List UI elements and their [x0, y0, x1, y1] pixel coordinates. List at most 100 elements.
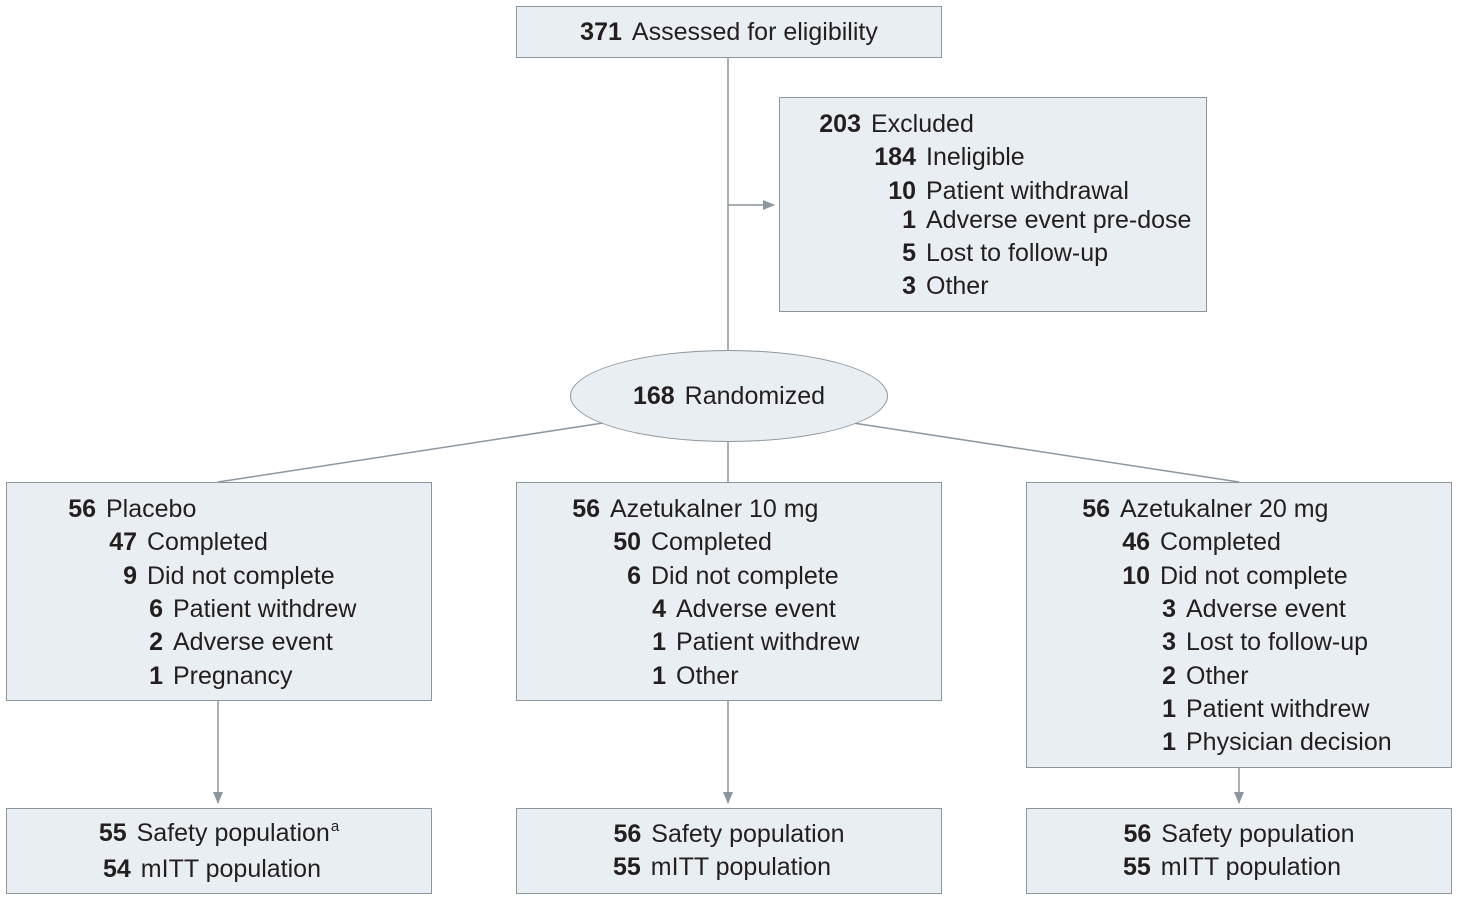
safety-count: 55: [98, 818, 127, 847]
arm-count: 56: [1082, 495, 1110, 523]
reason-count: 6: [149, 595, 163, 623]
reason-label: Patient withdrew: [676, 628, 860, 656]
reason-label: Physician decision: [1186, 728, 1392, 756]
reason-label: Patient withdrew: [1186, 695, 1370, 723]
arm-not-completed: 10 Did not complete: [1122, 560, 1348, 592]
arm-count: 56: [68, 495, 96, 523]
arm-box-10mg: 56 Azetukalner 10 mg 50 Completed 6 Did not…: [516, 482, 942, 701]
reason-label: Other: [1186, 662, 1249, 690]
reason-count: 3: [1162, 628, 1176, 656]
reason-item: 2 Other: [1162, 660, 1249, 692]
safety-label: Safety population: [1161, 820, 1355, 848]
reason-label: Adverse event: [173, 628, 333, 656]
reason-count: 4: [652, 595, 666, 623]
excluded-label: Excluded: [871, 110, 974, 138]
arm-completed: 50 Completed: [613, 526, 772, 558]
mitt-label: mITT population: [1160, 853, 1341, 881]
reason-item: 6 Patient withdrew: [149, 593, 357, 625]
not-completed-label: Did not complete: [651, 562, 839, 590]
assessed-box: 371 Assessed for eligibility: [516, 6, 942, 58]
reason-count: 3: [1162, 595, 1176, 623]
reason-label: Adverse event: [676, 595, 836, 623]
excluded-item-count: 3: [902, 272, 916, 300]
randomized-ellipse: 168 Randomized: [570, 350, 888, 442]
reason-item: 3 Lost to follow-up: [1162, 626, 1369, 658]
completed-count: 50: [613, 528, 641, 556]
reason-count: 2: [1162, 662, 1176, 690]
randomized-count: 168: [632, 382, 675, 410]
safety-label: Safety population: [136, 818, 330, 847]
reason-count: 1: [1162, 695, 1176, 723]
mitt-label: mITT population: [650, 853, 831, 881]
completed-count: 47: [109, 528, 137, 556]
mitt-count: 54: [102, 854, 131, 883]
reason-label: Pregnancy: [173, 662, 293, 690]
not-completed-count: 10: [1122, 562, 1150, 590]
excluded-item-label: Lost to follow-up: [926, 239, 1109, 267]
mitt-population-line: 55 mITT population: [613, 851, 831, 884]
arm-not-completed: 6 Did not complete: [627, 560, 839, 592]
arm-not-completed: 9 Did not complete: [123, 560, 335, 592]
not-completed-label: Did not complete: [1160, 562, 1348, 590]
reason-count: 1: [149, 662, 163, 690]
assessed-count: 371: [580, 18, 622, 46]
excluded-item-count: 5: [902, 239, 916, 267]
excluded-item: 5 Lost to follow-up: [902, 237, 1109, 269]
not-completed-count: 9: [123, 562, 137, 590]
completed-count: 46: [1122, 528, 1150, 556]
reason-item: 1 Patient withdrew: [652, 626, 860, 658]
not-completed-count: 6: [627, 562, 641, 590]
completed-label: Completed: [1160, 528, 1281, 556]
arm-count: 56: [572, 495, 600, 523]
randomized-line: 168 Randomized: [633, 380, 825, 412]
arm-header: 56 Placebo: [68, 493, 197, 525]
reason-label: Patient withdrew: [173, 595, 357, 623]
excluded-item: 184 Ineligible: [874, 141, 1025, 173]
assessed-line: 371 Assessed for eligibility: [580, 16, 878, 48]
excluded-item-label: Other: [926, 272, 989, 300]
arm-label: Placebo: [106, 495, 197, 523]
excluded-item-count: 184: [874, 143, 916, 171]
assessed-label: Assessed for eligibility: [631, 18, 878, 46]
excluded-item-label: Ineligible: [926, 143, 1025, 171]
excluded-item: 3 Other: [902, 270, 989, 302]
safety-population-line: 55 Safety populationa: [99, 817, 339, 853]
reason-count: 1: [652, 628, 666, 656]
mitt-population-line: 55 mITT population: [1123, 851, 1341, 884]
reason-label: Lost to follow-up: [1186, 628, 1369, 656]
safety-count: 56: [1123, 820, 1152, 848]
arm-header: 56 Azetukalner 10 mg: [572, 493, 819, 525]
reason-item: 4 Adverse event: [652, 593, 836, 625]
arm-label: Azetukalner 20 mg: [1120, 495, 1329, 523]
connector-randomized-to-placebo: [217, 422, 604, 483]
randomized-label: Randomized: [684, 382, 826, 410]
connector-randomized-to-20mg: [852, 422, 1240, 483]
reason-item: 1 Patient withdrew: [1162, 693, 1370, 725]
completed-label: Completed: [651, 528, 772, 556]
arm-header: 56 Azetukalner 20 mg: [1082, 493, 1329, 525]
not-completed-label: Did not complete: [147, 562, 335, 590]
arm-label: Azetukalner 10 mg: [610, 495, 819, 523]
safety-label: Safety population: [651, 820, 845, 848]
reason-label: Adverse event: [1186, 595, 1346, 623]
reason-count: 1: [652, 662, 666, 690]
footnote-marker: a: [330, 817, 340, 835]
reason-item: 1 Pregnancy: [149, 660, 293, 692]
arm-box-20mg: 56 Azetukalner 20 mg 46 Completed 10 Did no…: [1026, 482, 1452, 768]
outcome-box-20mg: 56 Safety population 55 mITT population: [1026, 808, 1452, 894]
mitt-count: 55: [612, 853, 641, 881]
mitt-count: 55: [1122, 853, 1151, 881]
